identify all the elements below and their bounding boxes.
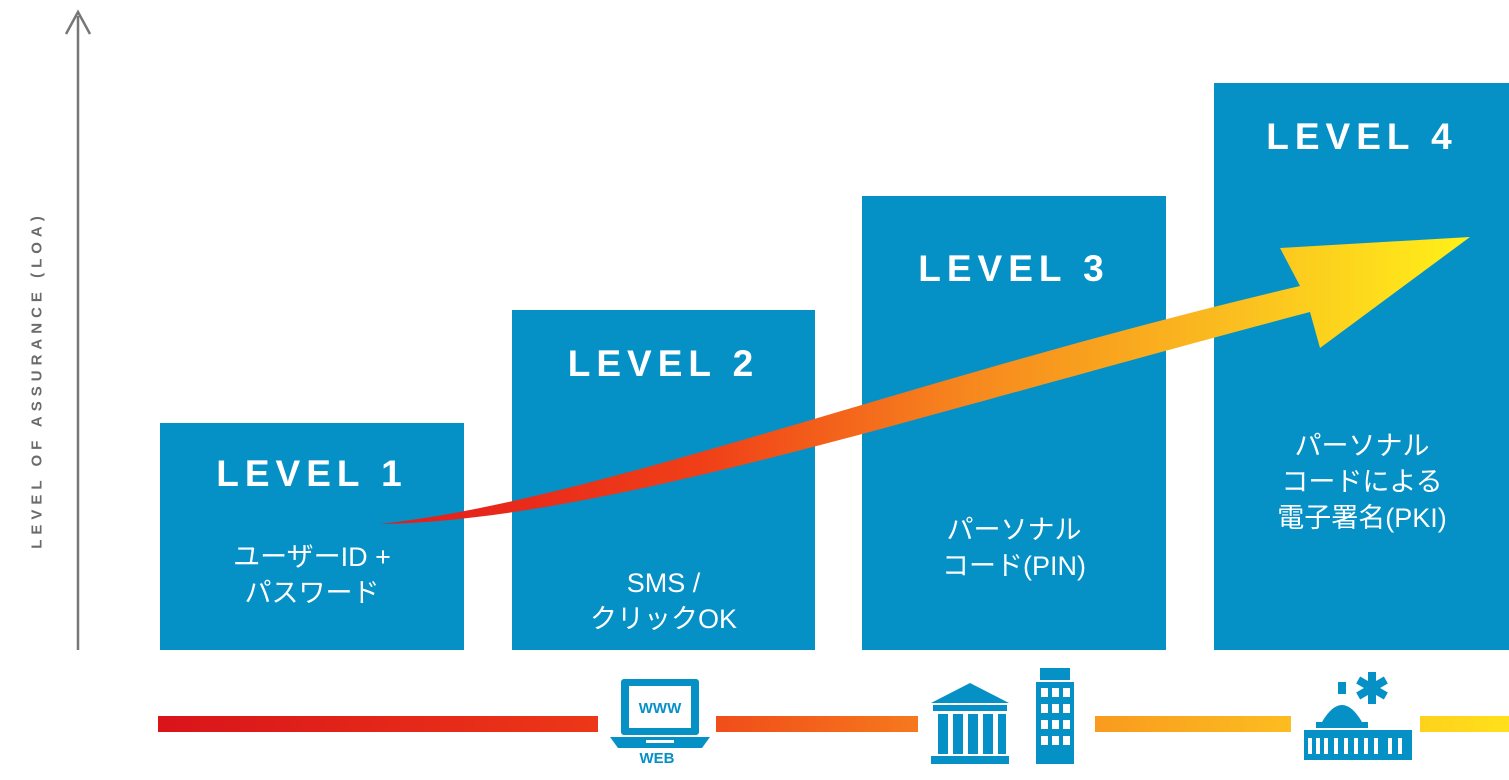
bottom-bar-segment-4: [1420, 716, 1509, 732]
capitol-medical-icon: [1304, 672, 1412, 760]
level-3-box: LEVEL 3 パーソナル コード(PIN): [862, 196, 1166, 650]
office-building-icon: [1036, 668, 1074, 764]
level-3-description: パーソナル コード(PIN): [942, 515, 1086, 581]
level-1-description: ユーザーID + パスワード: [233, 542, 391, 608]
y-axis-arrowhead: [64, 9, 92, 35]
web-label: WEB: [639, 750, 675, 767]
laptop-www-icon: WWW: [610, 679, 710, 748]
bank-building-icon: [931, 683, 1009, 764]
laptop-screen-text: WWW: [639, 700, 682, 717]
bottom-bar-segment-3: [1095, 716, 1291, 732]
progress-curve-arrow: [380, 237, 1470, 524]
bottom-bar-segment-1: [158, 716, 598, 732]
level-2-box: LEVEL 2 SMS / クリックOK: [512, 310, 815, 650]
bottom-bar-segment-2: [716, 716, 918, 732]
level-4-description: パーソナル コードによる 電子署名(PKI): [1277, 431, 1447, 533]
level-4-title: LEVEL 4: [1266, 116, 1458, 157]
level-1-box: LEVEL 1 ユーザーID + パスワード: [160, 423, 464, 650]
level-2-title: LEVEL 2: [567, 343, 760, 384]
level-2-description: SMS / クリックOK: [589, 568, 737, 634]
level-1-title: LEVEL 1: [216, 453, 408, 494]
level-3-title: LEVEL 3: [918, 248, 1110, 289]
level-4-box: LEVEL 4 パーソナル コードによる 電子署名(PKI): [1214, 83, 1509, 650]
